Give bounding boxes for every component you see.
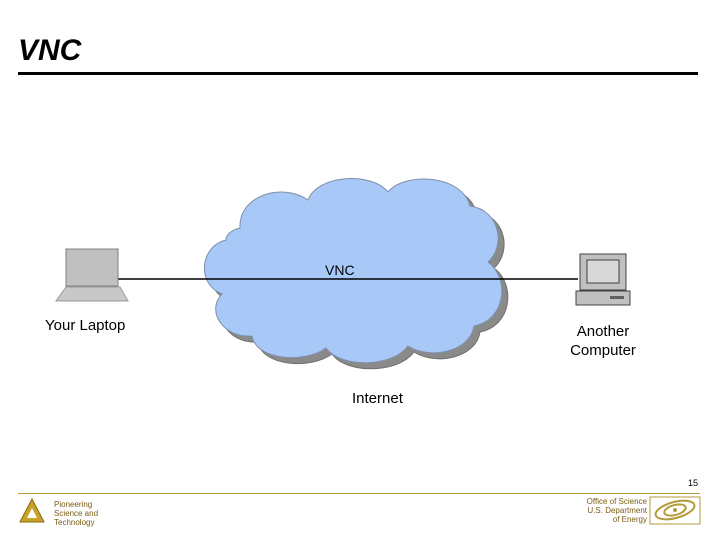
internet-label: Internet xyxy=(352,390,403,407)
another-computer-label-line2: Computer xyxy=(570,342,636,359)
footer-left-line: Technology xyxy=(54,518,95,527)
cloud-body xyxy=(204,178,503,364)
argonne-logo xyxy=(19,497,45,523)
footer-right-line: U.S. Department xyxy=(587,506,647,515)
monitor-screen xyxy=(586,259,620,284)
internet-cloud xyxy=(204,178,509,370)
footer-right-text: Office of Science U.S. Department of Ene… xyxy=(560,497,647,524)
desktop-computer-icon xyxy=(575,253,631,306)
drive-slot xyxy=(610,296,624,299)
footer-left-line: Science and xyxy=(54,509,99,518)
slide-title: VNC xyxy=(18,34,82,67)
footer-divider xyxy=(18,493,700,494)
vnc-connection-label: VNC xyxy=(325,262,355,278)
laptop-screen xyxy=(65,248,119,287)
title-divider xyxy=(18,72,698,75)
laptop-icon xyxy=(55,248,129,302)
another-computer-label-line1: Another xyxy=(576,323,630,340)
footer-left-text: Pioneering Science and Technology xyxy=(54,500,98,527)
laptop-label: Your Laptop xyxy=(45,317,126,334)
computer-case xyxy=(575,290,631,306)
footer-left-line: Pioneering xyxy=(54,500,93,509)
office-of-science-logo xyxy=(649,496,701,525)
footer-right-line: of Energy xyxy=(612,515,647,524)
page-number: 15 xyxy=(688,478,699,488)
footer-right-line: Office of Science xyxy=(586,497,647,506)
laptop-base xyxy=(55,286,129,302)
another-computer-label: Another Computer xyxy=(550,322,656,360)
